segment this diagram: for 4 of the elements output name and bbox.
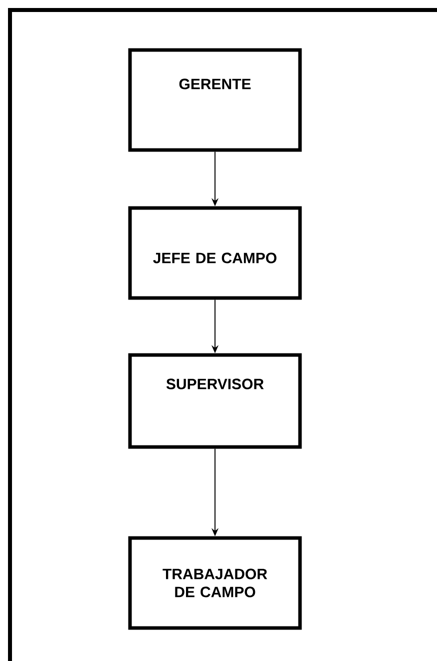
org-box: GERENTE <box>128 48 302 152</box>
org-box: SUPERVISOR <box>128 353 302 449</box>
org-box: JEFE DE CAMPO <box>128 206 302 300</box>
org-box: TRABAJADOR DE CAMPO <box>128 536 302 630</box>
